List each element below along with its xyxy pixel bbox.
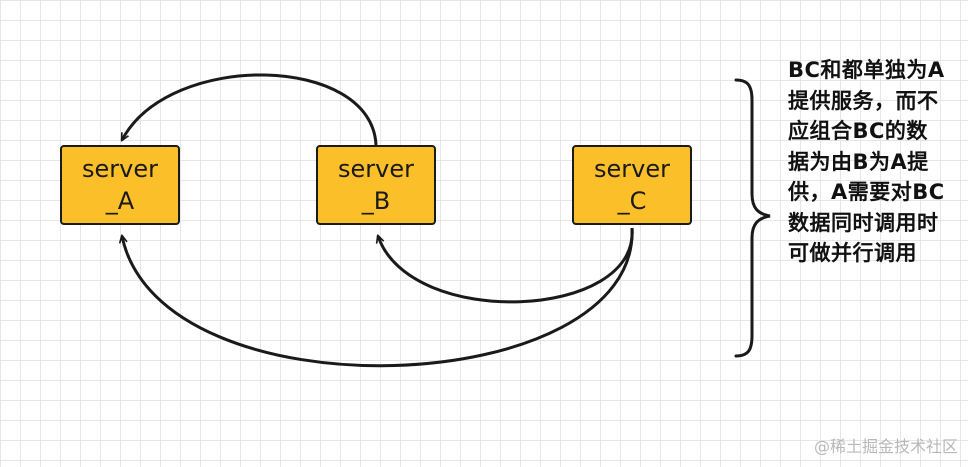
server-c-node[interactable]: server _C [572,145,692,225]
server-a-label: server _A [82,155,158,215]
edge-b-to-a [120,73,378,146]
edge-c-to-a [122,227,634,368]
server-a-node[interactable]: server _A [60,145,180,225]
watermark: @稀土掘金技术社区 [813,437,958,456]
explanation-note: BC和都单独为A提供服务，而不应组合BC的数据为由B为A提供，A需要对BC数据同… [788,58,945,265]
server-b-node[interactable]: server _B [316,145,436,225]
edge-c-to-b [378,227,634,304]
note-brace [734,78,771,358]
server-c-label: server _C [594,155,670,215]
server-b-label: server _B [338,155,414,215]
